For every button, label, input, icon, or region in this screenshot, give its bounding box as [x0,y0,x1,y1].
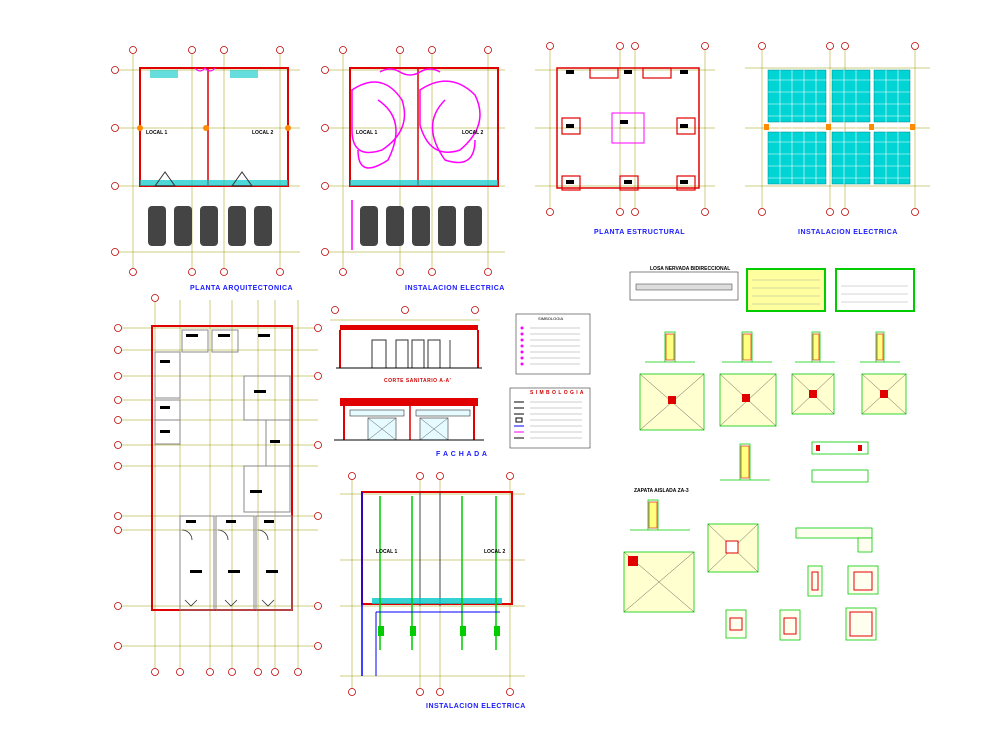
planta-general-panel [114,294,322,676]
zapata-title: ZAPATA AISLADA ZA-3 [634,488,689,494]
instalacion-electrica-panel-3: LOCAL 1 LOCAL 2 INSTALACION ELECTRICA [340,472,526,710]
losa-title: LOSA NERVADA BIDIRECCIONAL [650,266,730,272]
simbologia-title-2: S I M B O L O G I A [530,390,584,396]
instalacion-electrica-panel-1: LOCAL 1 LOCAL 2 INSTALACION ELECTRICA [321,46,505,292]
planta-estructural-title: PLANTA ESTRUCTURAL [594,229,685,236]
instalacion-electrica-title-3: INSTALACION ELECTRICA [426,703,526,710]
local1-label-elec: LOCAL 1 [356,130,378,136]
planta-arquitectonica-panel: LOCAL 1 LOCAL 2 PLANTA ARQUITECTONICA [111,46,300,292]
instalacion-electrica-title-1: INSTALACION ELECTRICA [405,285,505,292]
local2-label-elec: LOCAL 2 [462,130,484,136]
planta-estructural-panel: PLANTA ESTRUCTURAL [535,42,715,236]
instalacion-electrica-panel-2: INSTALACION ELECTRICA [745,42,930,236]
simbologia-legend-1: SIMBOLOGIA [515,313,591,375]
local2-label-elec-2: LOCAL 2 [484,549,506,555]
simbologia-legend-2: S I M B O L O G I A [509,387,591,449]
planta-arquitectonica-title: PLANTA ARQUITECTONICA [190,285,293,292]
instalacion-electrica-title-2: INSTALACION ELECTRICA [798,229,898,236]
structural-details-panel: LOSA NERVADA BIDIRECCIONAL [623,266,915,641]
corte-sanitario-title: CORTE SANITARIO A-A' [384,378,451,384]
local2-label: LOCAL 2 [252,130,274,136]
fachada-panel: F A C H A D A [334,398,487,458]
fachada-title: F A C H A D A [436,451,487,458]
local1-label: LOCAL 1 [146,130,168,136]
local1-label-elec-2: LOCAL 1 [376,549,398,555]
simbologia-title-1: SIMBOLOGIA [538,316,563,321]
corte-sanitario-panel: CORTE SANITARIO A-A' [330,306,482,384]
